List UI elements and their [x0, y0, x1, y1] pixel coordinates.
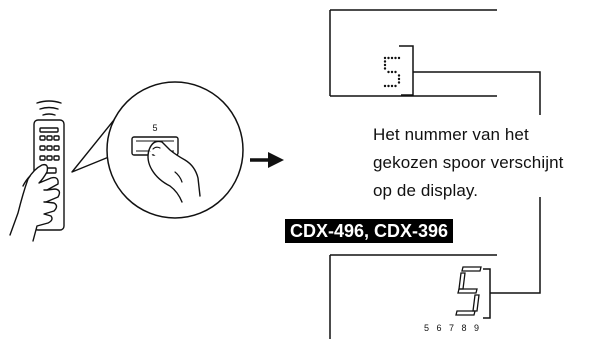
- remote-control-illustration: [9, 100, 65, 242]
- bottom-track-numbers: 5 6 7 8 9: [424, 323, 482, 333]
- top-display-panel: [329, 9, 541, 115]
- right-arrow-icon: [250, 152, 284, 168]
- bottom-display-panel: [329, 197, 541, 339]
- remote-key-label: 5: [152, 123, 157, 133]
- top-display-digit-5: [383, 56, 401, 88]
- bottom-display-digit-5: [455, 266, 482, 316]
- caption-line-3: op de display.: [373, 181, 479, 200]
- caption-line-1: Het nummer van het: [373, 125, 529, 144]
- key-zoom-circle: 5: [106, 81, 244, 219]
- model-label: CDX-496, CDX-396: [285, 219, 454, 243]
- caption-text: Het nummer van het gekozen spoor verschi…: [373, 121, 613, 205]
- caption-line-2: gekozen spoor verschijnt: [373, 153, 564, 172]
